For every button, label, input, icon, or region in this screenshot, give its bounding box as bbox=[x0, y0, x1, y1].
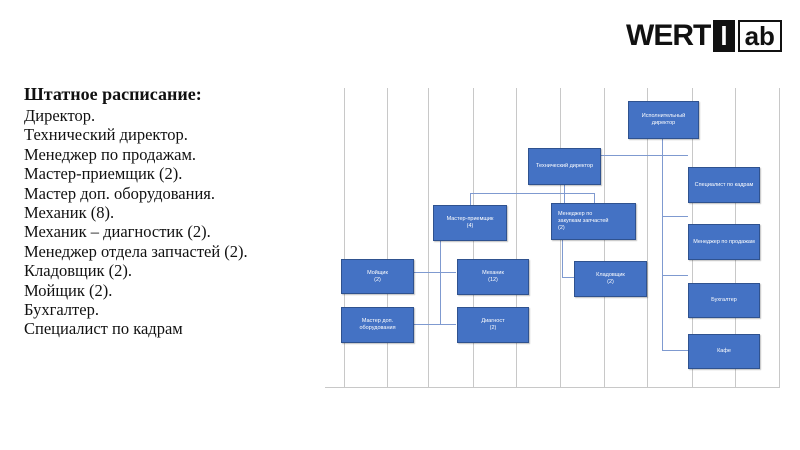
connector bbox=[600, 155, 662, 156]
logo-wert: WERT bbox=[626, 19, 711, 52]
staff-item: Мастер доп. оборудования. bbox=[24, 183, 216, 203]
staff-item: Мойщик (2). bbox=[24, 280, 113, 300]
node-washer: Мойщик(2) bbox=[341, 259, 414, 294]
staff-item: Механик (8). bbox=[24, 203, 115, 223]
connector bbox=[662, 216, 688, 217]
connector bbox=[470, 193, 594, 194]
wertlab-logo: WERT l ab bbox=[626, 20, 782, 52]
staff-item: Специалист по кадрам bbox=[24, 319, 183, 339]
staff-item: Кладовщик (2). bbox=[24, 261, 133, 281]
connector bbox=[562, 240, 563, 278]
node-cafe: Кафе bbox=[688, 334, 760, 369]
connector bbox=[662, 275, 688, 276]
node-service-receiver: Мастер-приемщик(4) bbox=[433, 205, 507, 241]
staff-item: Механик – диагностик (2). bbox=[24, 222, 211, 242]
node-storekeeper: Кладовщик(2) bbox=[574, 261, 647, 297]
node-tech-director: Технический директор bbox=[528, 148, 601, 185]
connector bbox=[594, 193, 595, 203]
node-accountant: Бухгалтер bbox=[688, 283, 760, 318]
connector bbox=[412, 272, 456, 273]
staff-item: Мастер-приемщик (2). bbox=[24, 164, 183, 184]
staff-item: Менеджер по продажам. bbox=[24, 144, 197, 164]
connector bbox=[662, 350, 688, 351]
staff-list: Штатное расписание: Директор. Технически… bbox=[24, 84, 248, 339]
node-mechanic: Механик(12) bbox=[457, 259, 529, 295]
node-diagnostician: Диагност(2) bbox=[457, 307, 529, 343]
staff-item: Менеджер отдела запчастей (2). bbox=[24, 241, 248, 261]
staff-item: Бухгалтер. bbox=[24, 300, 99, 320]
logo-ab: ab bbox=[737, 20, 782, 52]
staff-item: Технический директор. bbox=[24, 125, 188, 145]
connector bbox=[662, 137, 663, 350]
node-extra-equipment-master: Мастер доп.оборудования bbox=[341, 307, 414, 343]
logo-l: l bbox=[713, 20, 735, 52]
connector bbox=[470, 193, 471, 205]
staff-item: Директор. bbox=[24, 106, 96, 125]
staff-title: Штатное расписание: bbox=[24, 84, 202, 104]
connector bbox=[440, 239, 441, 325]
connector bbox=[412, 324, 456, 325]
connector bbox=[662, 155, 688, 156]
node-hr-specialist: Специалист по кадрам bbox=[688, 167, 760, 203]
node-sales-manager: Менеджер по продажам bbox=[688, 224, 760, 260]
connector bbox=[562, 277, 574, 278]
